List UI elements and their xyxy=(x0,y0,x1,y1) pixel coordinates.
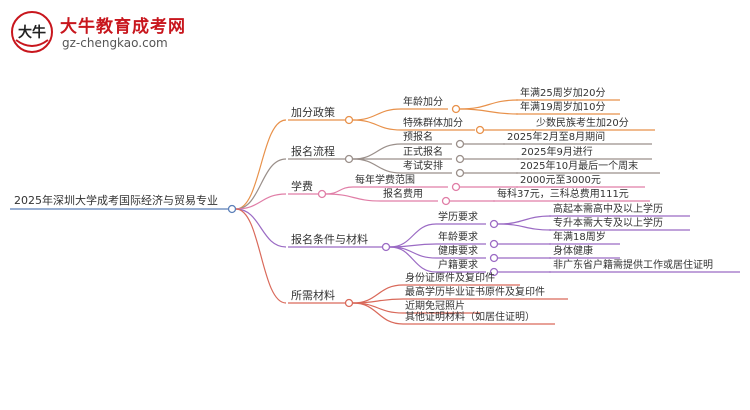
child-label: 近期免冠照片 xyxy=(405,299,465,312)
child-label: 正式报名 xyxy=(403,145,443,158)
branch-connector xyxy=(235,158,287,210)
value-label: 2000元至3000元 xyxy=(520,174,601,186)
value-label: 每科37元，三科总费用111元 xyxy=(497,187,629,200)
value-label: 非广东省户籍需提供工作或居住证明 xyxy=(553,258,713,271)
branch-dot xyxy=(317,189,327,199)
child-label: 年龄加分 xyxy=(403,95,443,108)
child-connector xyxy=(325,186,354,195)
child-label: 每年学费范围 xyxy=(355,173,415,186)
branch-connector xyxy=(235,208,287,304)
child-connector xyxy=(352,108,402,121)
child-label: 学历要求 xyxy=(438,210,478,223)
brand-header: 大牛 大牛教育成考网 gz-chengkao.com xyxy=(10,8,200,58)
branch-label: 学费 xyxy=(291,179,313,193)
child-label: 预报名 xyxy=(403,130,433,143)
branch-connector xyxy=(235,119,287,210)
child-connector xyxy=(352,298,404,304)
logo-icon: 大牛 xyxy=(11,11,53,53)
value-label: 身体健康 xyxy=(553,244,593,257)
child-label: 特殊群体加分 xyxy=(403,116,463,129)
child-dot xyxy=(451,182,461,192)
child-label: 户籍要求 xyxy=(438,258,478,271)
child-dot xyxy=(451,104,461,114)
child-dot xyxy=(489,239,499,249)
child-connector xyxy=(325,193,382,202)
child-label: 考试安排 xyxy=(403,159,443,172)
child-label: 最高学历毕业证书原件及复印件 xyxy=(405,285,545,298)
value-label: 2025年9月进行 xyxy=(521,145,593,158)
child-label: 其他证明材料（如居住证明） xyxy=(405,310,535,323)
branch-label: 所需材料 xyxy=(291,288,335,302)
child-label: 年龄要求 xyxy=(438,230,478,243)
branch-label: 报名条件与材料 xyxy=(291,232,368,246)
grandchild-connector xyxy=(459,99,519,110)
child-dot xyxy=(489,253,499,263)
child-connector xyxy=(389,246,437,259)
branch-connector xyxy=(235,193,287,210)
grandchild-connector xyxy=(497,223,552,231)
grandchild-label: 高起本需高中及以上学历 xyxy=(553,202,663,215)
child-dot xyxy=(489,267,499,277)
grandchild-label: 年满25周岁加20分 xyxy=(520,86,605,99)
child-connector xyxy=(352,302,404,325)
child-connector xyxy=(389,243,437,248)
grandchild-connector xyxy=(459,108,519,115)
child-dot xyxy=(475,125,485,135)
child-label: 报名费用 xyxy=(383,187,423,200)
child-dot xyxy=(489,219,499,229)
grandchild-label: 少数民族考生加20分 xyxy=(536,116,629,129)
branch-dot xyxy=(381,242,391,252)
child-dot xyxy=(455,168,465,178)
child-label: 健康要求 xyxy=(438,244,478,257)
branch-dot xyxy=(344,115,354,125)
child-dot xyxy=(441,196,451,206)
branch-dot xyxy=(344,154,354,164)
branch-label: 加分政策 xyxy=(291,105,335,119)
grandchild-connector xyxy=(497,215,552,225)
logo-text: 大牛 xyxy=(18,24,46,41)
value-label: 2025年10月最后一个周末 xyxy=(520,159,638,172)
child-dot xyxy=(455,154,465,164)
brand-url: gz-chengkao.com xyxy=(62,36,168,50)
child-connector xyxy=(389,246,437,273)
grandchild-label: 专升本需大专及以上学历 xyxy=(553,216,663,229)
child-label: 身份证原件及复印件 xyxy=(405,271,495,284)
child-connector xyxy=(352,119,402,131)
value-label: 年满18周岁 xyxy=(553,230,606,243)
child-connector xyxy=(352,302,404,314)
branch-connector xyxy=(235,208,287,248)
child-connector xyxy=(352,158,402,174)
value-label: 2025年2月至8月期间 xyxy=(507,130,605,143)
child-dot xyxy=(455,139,465,149)
root-node-dot xyxy=(227,204,237,214)
root-node-label: 2025年深圳大学成考国际经济与贸易专业 xyxy=(14,193,218,207)
child-connector xyxy=(352,143,402,160)
child-connector xyxy=(352,284,404,304)
branch-dot xyxy=(344,298,354,308)
grandchild-label: 年满19周岁加10分 xyxy=(520,100,605,113)
branch-label: 报名流程 xyxy=(291,144,335,158)
brand-name: 大牛教育成考网 xyxy=(60,17,186,37)
